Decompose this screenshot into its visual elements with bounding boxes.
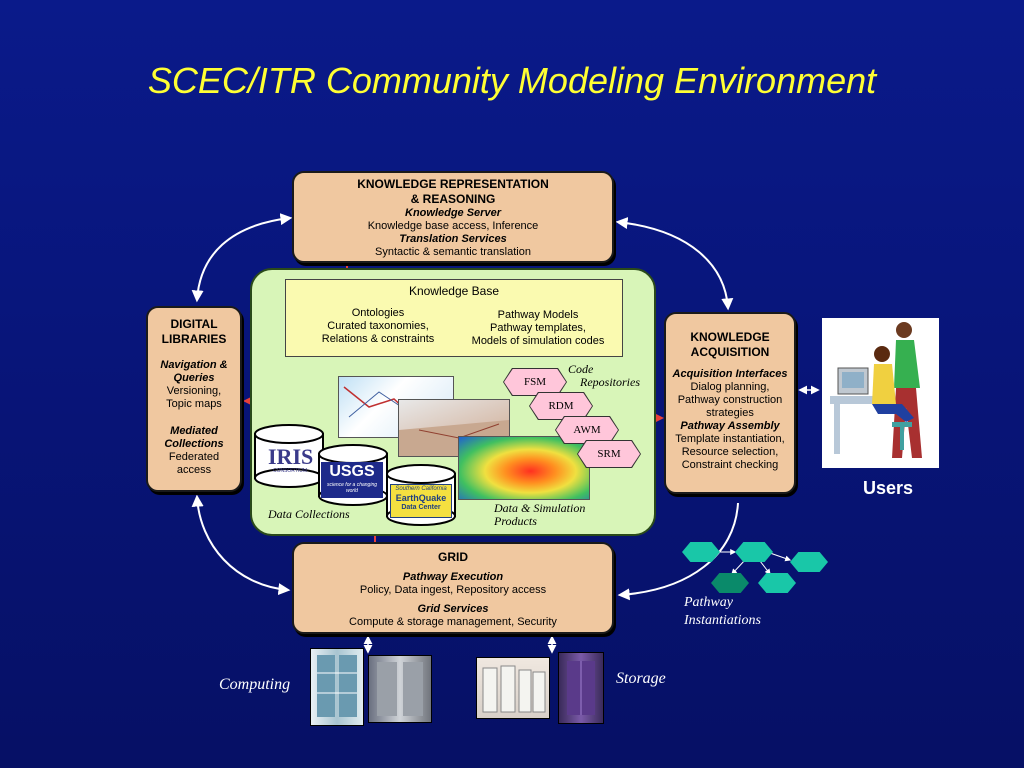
iris-sub: CONSORTIUM [272, 468, 308, 474]
dl-heading-1: DIGITAL [170, 317, 218, 331]
krr-heading-1: KNOWLEDGE REPRESENTATION [357, 177, 549, 191]
dl-mediated-line1: Federated [168, 451, 220, 463]
dl-nav-title-1: Navigation & [160, 359, 228, 371]
pathway-inst-line1: Pathway [684, 595, 733, 610]
krr-server-title: Knowledge Server [405, 207, 501, 219]
arc-krr-to-ka [615, 217, 734, 311]
iris-logo: IRIS [268, 444, 314, 469]
kb-pathway-line1: Pathway templates, [490, 322, 586, 334]
pathway-node-1 [682, 542, 720, 562]
usgs-sub: science for a changing world [326, 482, 378, 494]
kb-title: Knowledge Base [408, 284, 500, 298]
dl-nav-title-2: Queries [173, 372, 215, 384]
dl-heading-2: LIBRARIES [161, 332, 227, 346]
usgs-text: USGS [329, 463, 375, 480]
pathway-inst-line2: Instantiations [684, 613, 762, 628]
scedc-line3: Data Center [401, 504, 441, 511]
slide-title: SCEC/ITR Community Modeling Environment [147, 60, 877, 101]
pathway-instantiations-label: Pathway Instantiations [684, 594, 761, 630]
usgs-logo: USGS science for a changing world [321, 462, 383, 498]
krr-heading-2: & REASONING [410, 192, 496, 206]
krr-translation-desc: Syntactic & semantic translation [375, 246, 531, 258]
code-rdm: RDM [530, 393, 592, 419]
ka-interfaces-line3: strategies [706, 407, 754, 419]
ka-interfaces-line2: Pathway construction [677, 394, 783, 406]
code-repositories-label: Code Repositories [568, 363, 640, 389]
kb-pathway-line2: Models of simulation codes [471, 335, 605, 347]
dl-mediated-title-2: Collections [164, 438, 224, 450]
ka-assembly-title: Pathway Assembly [680, 420, 780, 432]
ka-heading-2: ACQUISITION [690, 345, 770, 359]
ka-interfaces-line1: Dialog planning, [690, 381, 770, 393]
grid-execution-desc: Policy, Data ingest, Repository access [359, 584, 547, 596]
pathway-node-2 [735, 542, 773, 562]
ka-assembly-line2: Resource selection, [681, 446, 779, 458]
kb-ontologies-line1: Curated taxonomies, [327, 320, 429, 332]
simulation-map-image [458, 436, 590, 500]
grid-execution-title: Pathway Execution [402, 571, 504, 583]
grid-services-desc: Compute & storage management, Security [349, 616, 557, 628]
kb-pathway-title: Pathway Models [497, 309, 579, 321]
dl-nav-line2: Topic maps [166, 398, 222, 410]
users-label: Users [862, 478, 914, 498]
grid-services-title: Grid Services [417, 603, 489, 615]
knowledge-base-box: Knowledge Base Ontologies Curated taxono… [285, 279, 623, 357]
dl-nav-line1: Versioning, [166, 385, 222, 397]
storage-unit-2 [558, 652, 604, 724]
ka-assembly-line1: Template instantiation, [675, 433, 785, 445]
kb-pathway: Pathway Models Pathway templates, Models… [458, 309, 618, 348]
users-image [822, 318, 939, 468]
code-fsm: FSM [504, 369, 566, 395]
scedc-line1: Southern California [395, 486, 447, 492]
data-products-label: Data & Simulation Products [494, 502, 585, 528]
code-awm: AWM [556, 417, 618, 443]
grid-heading: GRID [438, 550, 468, 564]
code-repo-line2: Repositories [580, 375, 640, 389]
arc-krr-to-dl [191, 213, 293, 303]
arc-dl-to-grid [191, 494, 291, 596]
dl-mediated-line2: access [176, 464, 212, 476]
scedc-logo: Southern California EarthQuake Data Cent… [390, 484, 452, 518]
data-products-line2: Products [494, 514, 537, 528]
kb-ontologies-title: Ontologies [351, 307, 405, 319]
pathway-node-4 [711, 573, 749, 593]
users-illustration [830, 322, 922, 458]
arc-ka-to-grid [617, 502, 739, 601]
ka-assembly-line3: Constraint checking [681, 459, 779, 471]
kb-ontologies: Ontologies Curated taxonomies, Relations… [308, 307, 448, 346]
krr-box: KNOWLEDGE REPRESENTATION & REASONING Kno… [292, 171, 614, 263]
computing-rack-2 [368, 655, 432, 723]
iris-cylinder [254, 424, 324, 488]
computing-label: Computing [219, 676, 291, 693]
storage-unit-1 [476, 657, 550, 719]
data-products-line1: Data & Simulation [494, 501, 586, 515]
digital-libraries-box: DIGITAL LIBRARIES Navigation & Queries V… [146, 306, 242, 492]
pathway-node-5 [758, 573, 796, 593]
krr-translation-title: Translation Services [399, 233, 507, 245]
code-repo-line1: Code [568, 362, 594, 376]
grid-box: GRID Pathway Execution Policy, Data inge… [292, 542, 614, 634]
data-collections-label: Data Collections [268, 507, 350, 521]
scedc-line2: EarthQuake [395, 493, 447, 503]
dl-mediated-title-1: Mediated [170, 425, 218, 437]
code-srm: SRM [578, 441, 640, 467]
knowledge-acquisition-box: KNOWLEDGE ACQUISITION Acquisition Interf… [664, 312, 796, 494]
storage-label: Storage [616, 670, 666, 687]
kb-ontologies-line2: Relations & constraints [321, 333, 435, 345]
krr-server-desc: Knowledge base access, Inference [367, 220, 539, 232]
ka-heading-1: KNOWLEDGE [690, 330, 770, 344]
computing-rack-1 [310, 648, 364, 726]
pathway-node-3 [790, 552, 828, 572]
ka-interfaces-title: Acquisition Interfaces [672, 368, 788, 380]
